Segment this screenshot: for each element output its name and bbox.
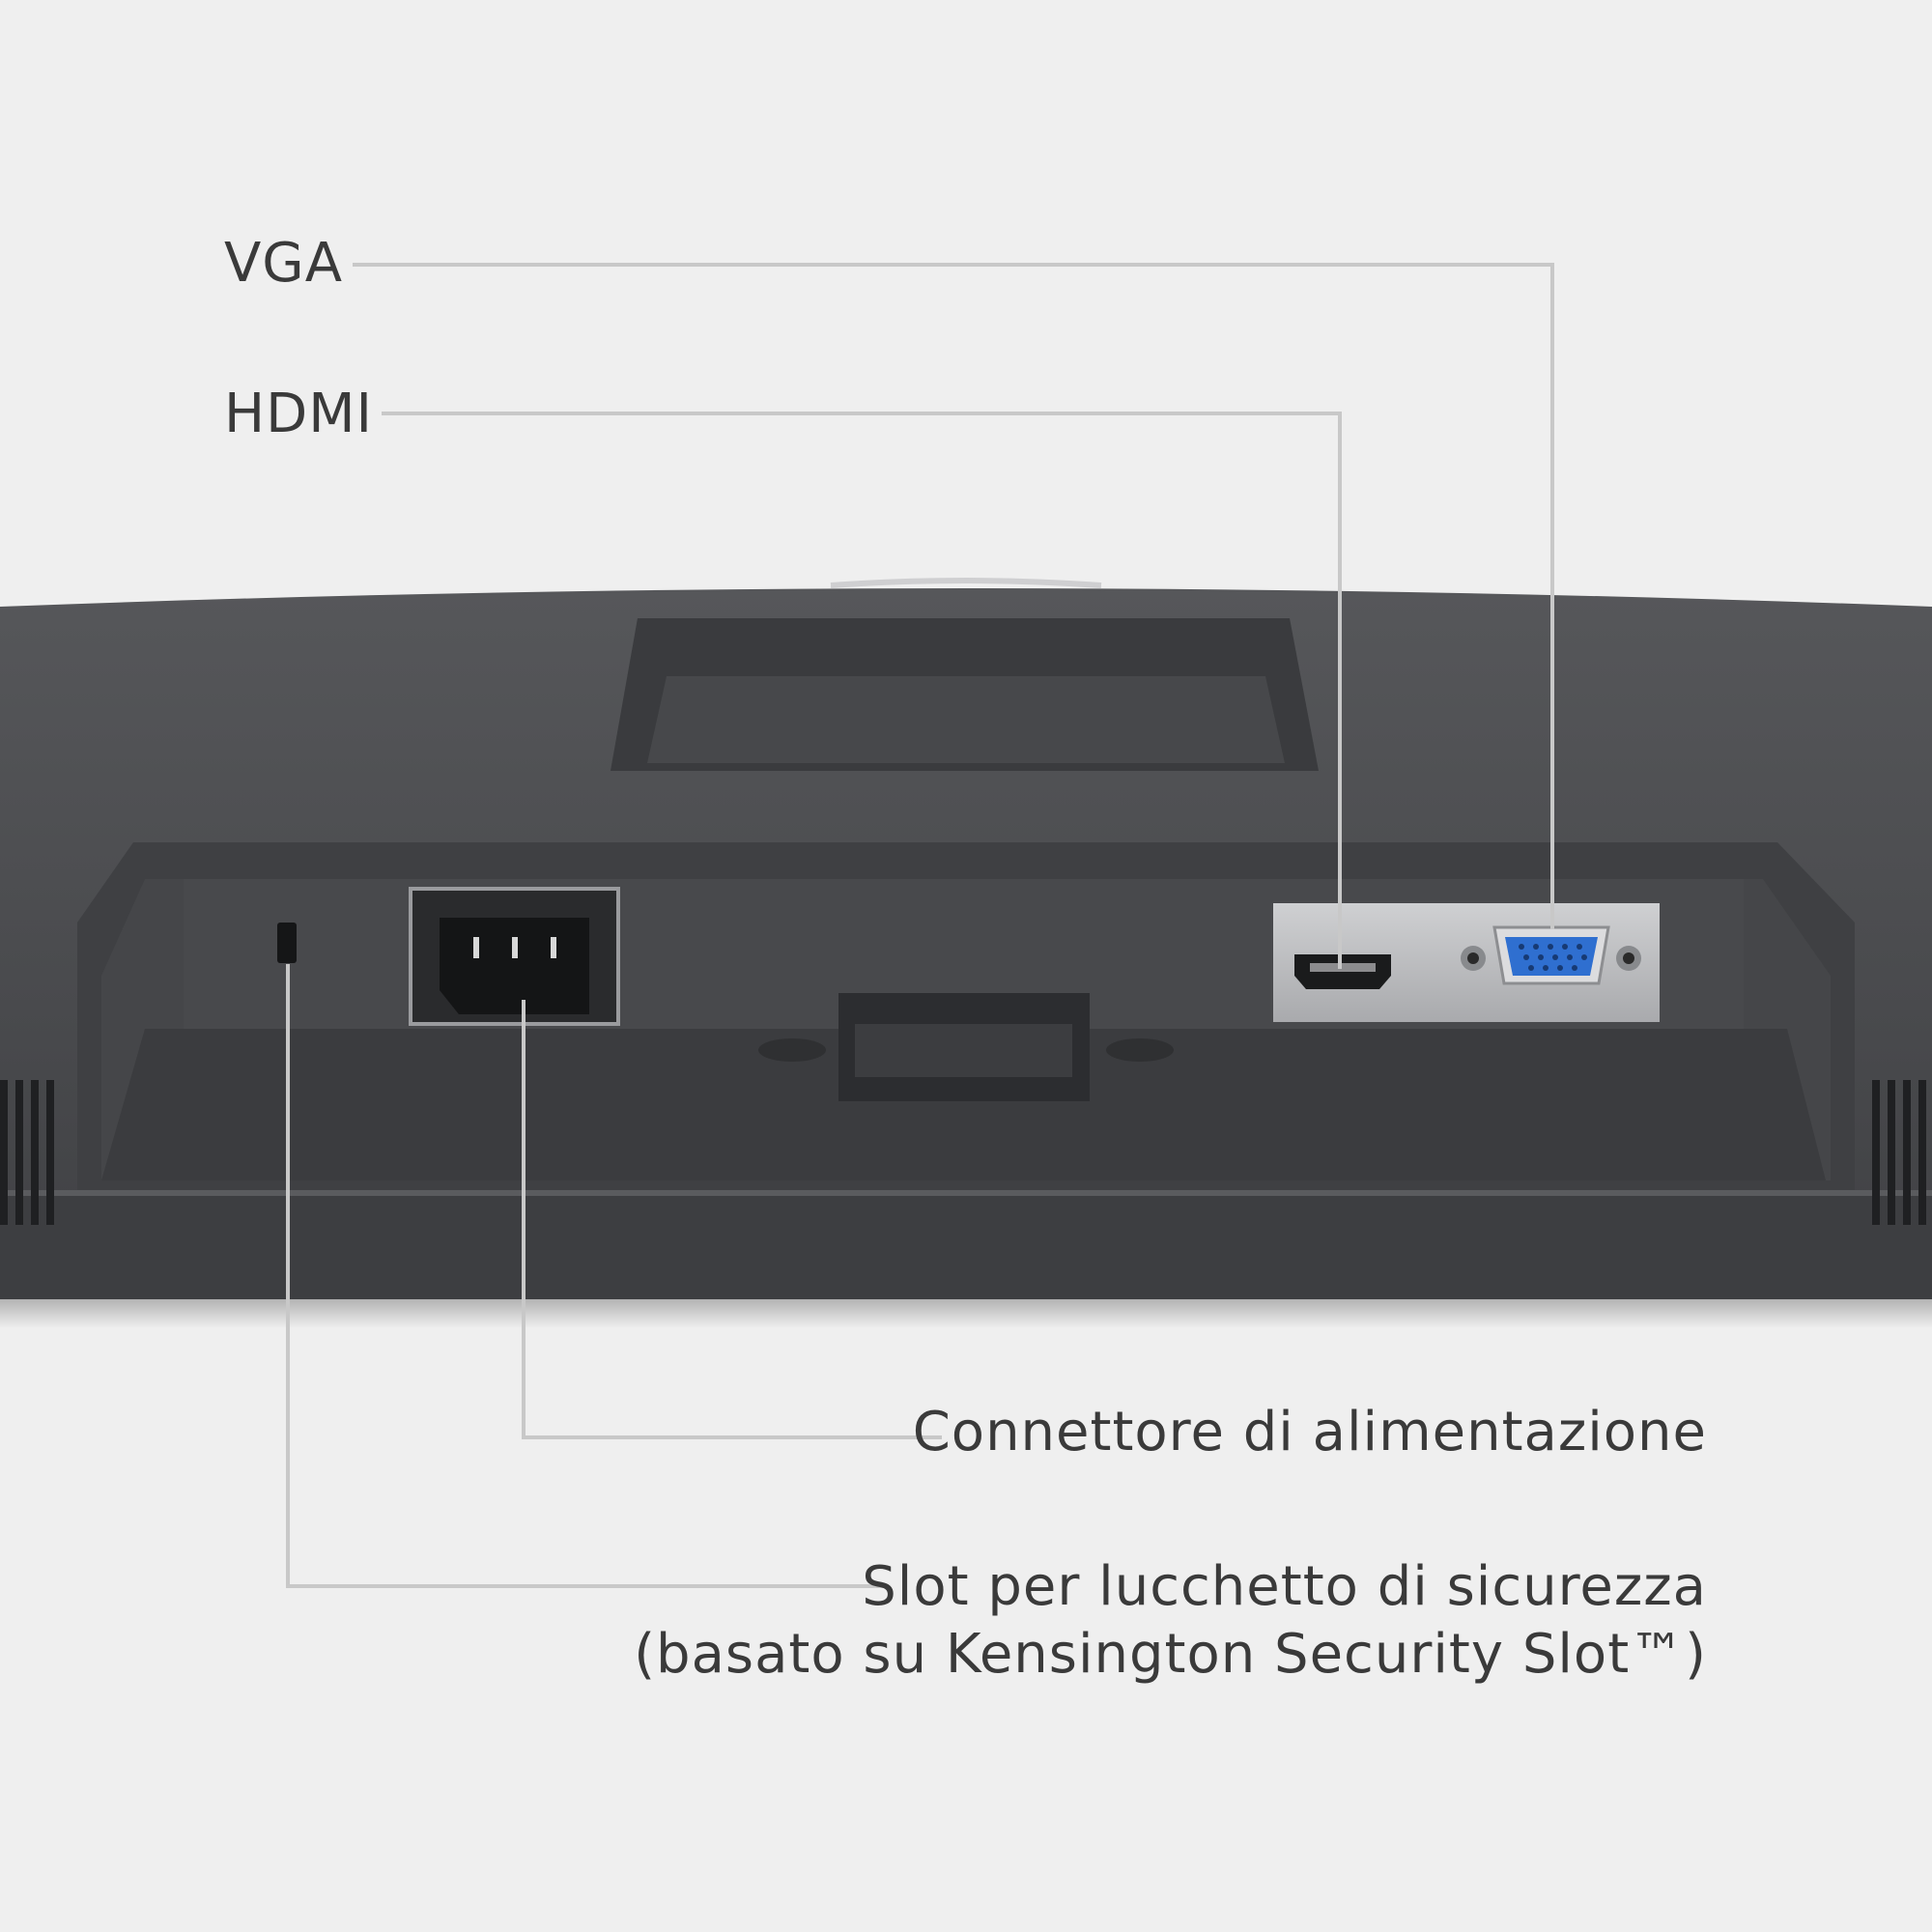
hdmi-port bbox=[1294, 954, 1391, 989]
security-slot-label-line1: Slot per lucchetto di sicurezza bbox=[862, 1555, 1707, 1618]
stand-clip bbox=[758, 993, 1174, 1101]
security-slot-label-line2: (basato su Kensington Security Slot™) bbox=[634, 1623, 1707, 1686]
hdmi-leader-line bbox=[382, 412, 1342, 969]
power-leader-line bbox=[522, 1000, 942, 1439]
vga-label: VGA bbox=[224, 232, 344, 295]
power-connector bbox=[409, 887, 620, 1026]
hdmi-label: HDMI bbox=[224, 383, 374, 445]
vga-port bbox=[1461, 925, 1641, 985]
vent-right bbox=[1872, 1080, 1926, 1225]
lock-leader-line bbox=[286, 964, 889, 1588]
power-connector-label: Connettore di alimentazione bbox=[912, 1401, 1707, 1463]
port-plate bbox=[1273, 903, 1660, 1022]
security-slot-label: Slot per lucchetto di sicurezza (basato … bbox=[634, 1553, 1707, 1689]
kensington-slot bbox=[277, 923, 297, 963]
vent-left bbox=[0, 1080, 54, 1225]
vga-leader-line bbox=[353, 263, 1554, 929]
